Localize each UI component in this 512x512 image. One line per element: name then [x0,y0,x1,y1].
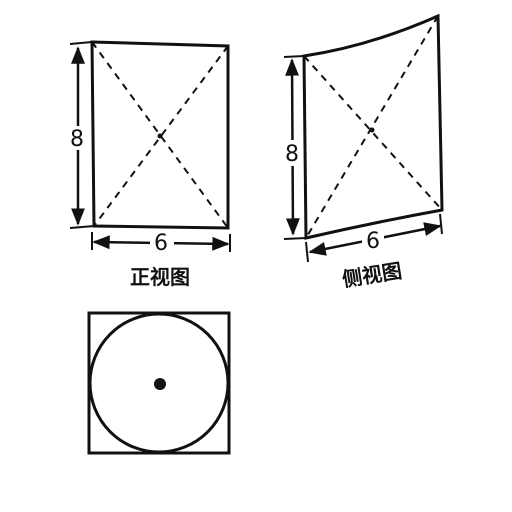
side-height-tick [283,237,307,240]
side-height-tick [283,55,305,58]
side-width-tick [305,241,309,263]
front-view: 8 6 正视图 [66,40,231,289]
side-view: 8 6 侧视图 [281,13,444,292]
side-view-quadrilateral [302,13,444,240]
side-view-diagonal [303,55,443,211]
side-view-diagonal [305,15,439,239]
side-width-tick [439,213,443,235]
top-view-circle [88,312,230,454]
top-view-center-dot [154,378,166,390]
side-view-center-point [369,127,375,133]
side-view-caption: 侧视图 [340,258,403,291]
front-view-caption: 正视图 [130,265,190,289]
front-view-rectangle [90,40,230,230]
top-view [87,311,231,455]
front-height-tick [69,41,93,45]
front-view-center-point [157,133,163,139]
front-height-label: 8 [70,127,84,152]
side-width-label: 6 [366,229,380,254]
front-view-diagonal [93,45,229,227]
side-height-label: 8 [285,142,299,167]
front-height-tick [69,225,95,229]
front-width-label: 6 [154,231,168,256]
